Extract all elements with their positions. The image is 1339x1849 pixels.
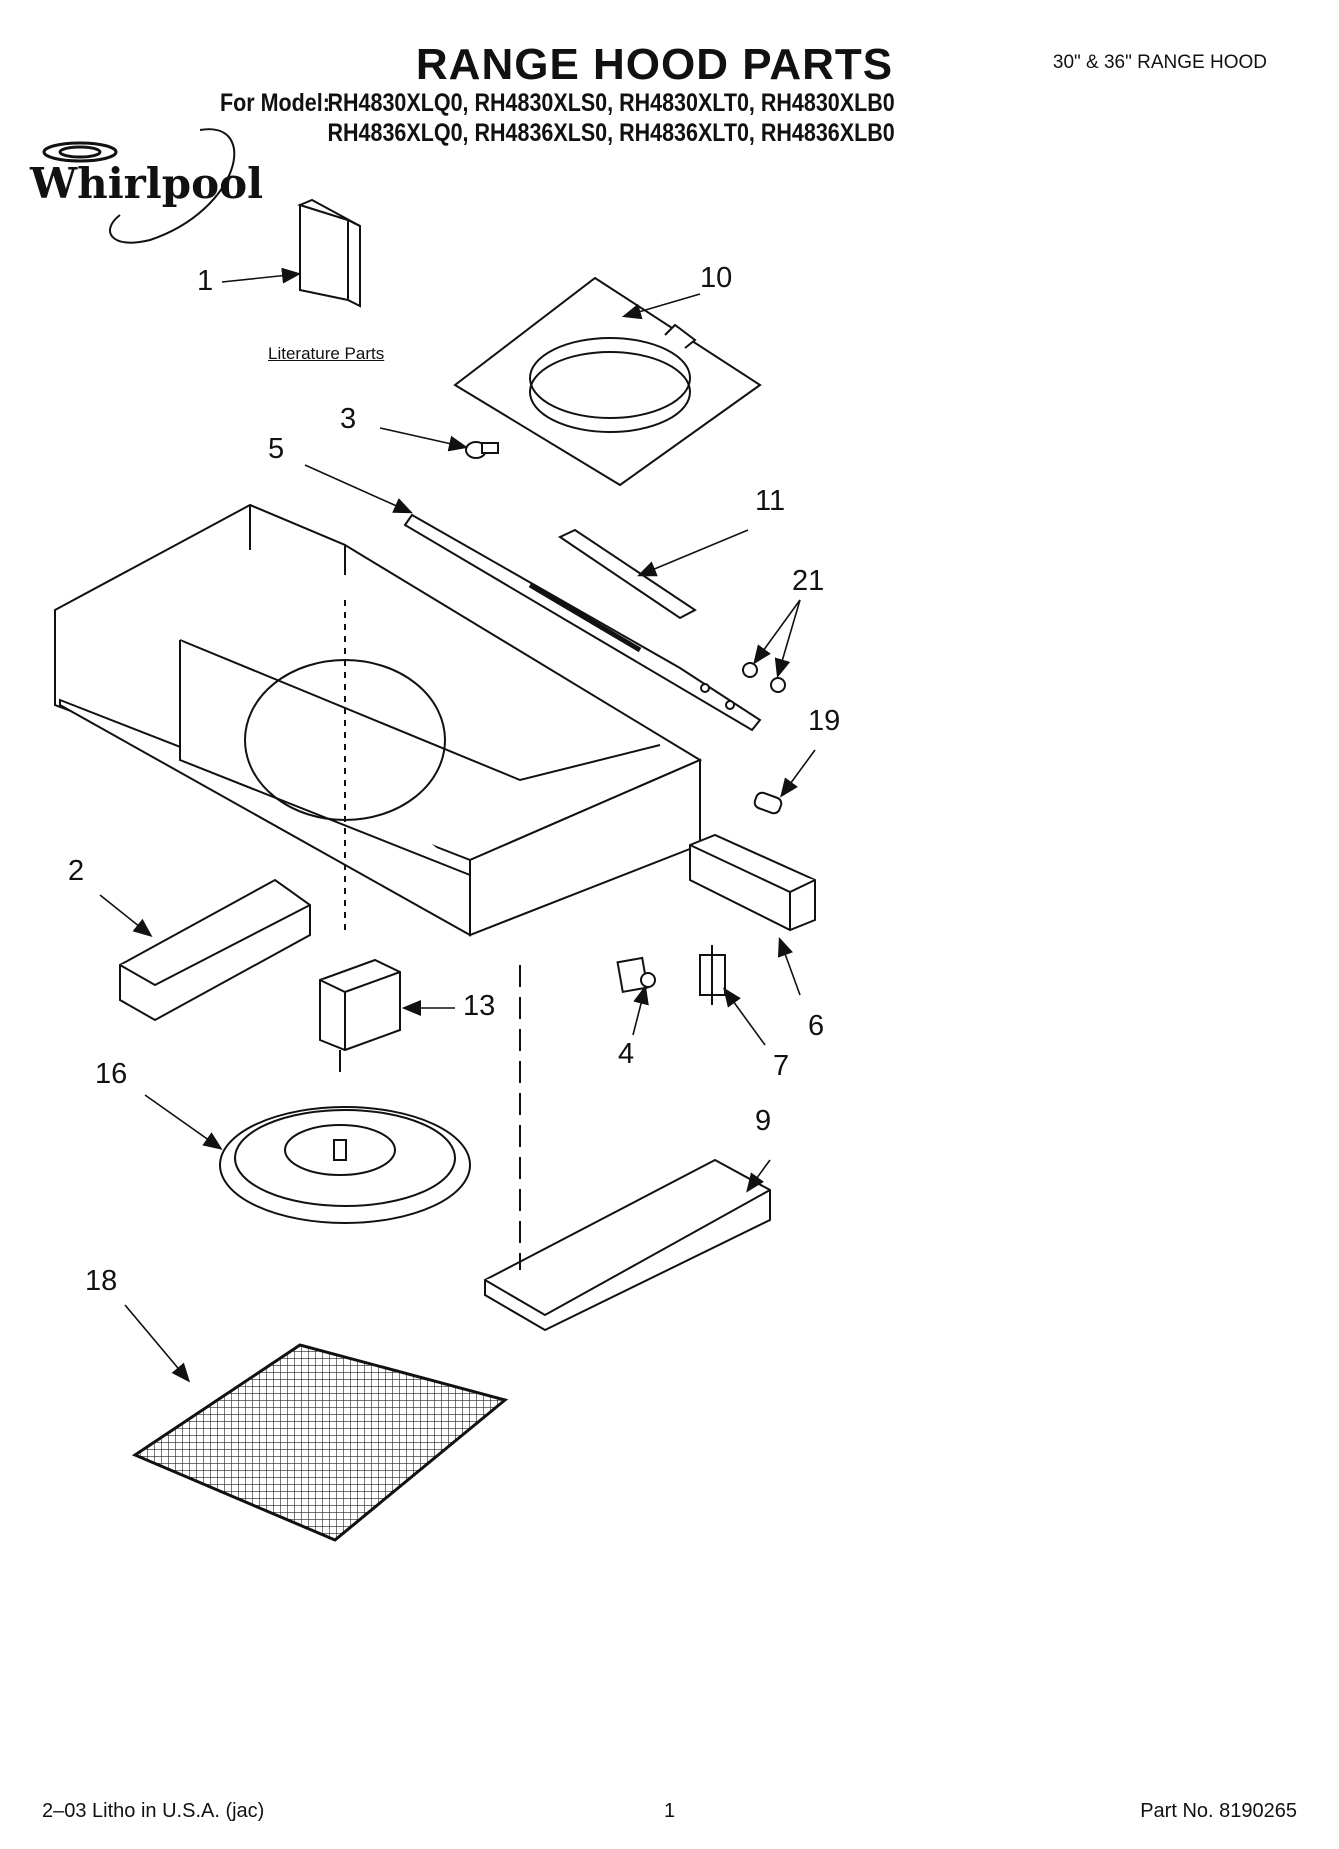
callout-16: 16: [95, 1058, 128, 1090]
callout-7: 7: [773, 1050, 790, 1082]
part-1-literature: [297, 198, 361, 308]
part-21-knobs: [742, 662, 786, 693]
callout-11: 11: [755, 485, 786, 517]
callout-10: 10: [700, 262, 733, 294]
part-6-housing: [689, 833, 816, 932]
callout-5: 5: [268, 433, 285, 465]
callout-1: 1: [197, 265, 214, 297]
part-11-label-strip: [557, 528, 697, 620]
models-line-2: RH4836XLQ0, RH4836XLS0, RH4836XLT0, RH48…: [327, 119, 895, 147]
part-7-switch: [699, 945, 726, 1005]
part-5-control-panel: [403, 513, 762, 732]
part-9-bottom-panel: [484, 1158, 771, 1332]
callout-2: 2: [68, 855, 85, 887]
callout-3: 3: [340, 403, 357, 435]
part-19-lamp: [753, 791, 783, 815]
models-line-1: RH4830XLQ0, RH4830XLS0, RH4830XLT0, RH48…: [327, 89, 895, 117]
part-2-bracket: [119, 878, 311, 1022]
whirlpool-logo: Whirlpool: [29, 128, 263, 244]
page-title: RANGE HOOD PARTS: [415, 40, 894, 89]
callout-21: 21: [792, 565, 825, 597]
part-number: Part No. 8190265: [1140, 1800, 1297, 1822]
hood-size-label: 30" & 36" RANGE HOOD: [1052, 52, 1267, 73]
callout-19: 19: [808, 705, 841, 737]
model-label: For Model:: [220, 89, 330, 117]
hood-body: [54, 503, 703, 937]
callout-9: 9: [755, 1105, 772, 1137]
litho-note: 2–03 Litho in U.S.A. (jac): [42, 1800, 265, 1822]
callout-arrows: [99, 267, 816, 1383]
part-10-top-plate: [453, 276, 762, 487]
callout-6: 6: [808, 1010, 825, 1042]
callout-13: 13: [463, 990, 496, 1022]
part-16-blower: [219, 1106, 471, 1224]
callout-4: 4: [618, 1038, 635, 1070]
callout-18: 18: [85, 1265, 118, 1297]
part-3-screw: [465, 441, 499, 459]
model-list: For Model:RH4830XLQ0, RH4830XLS0, RH4830…: [220, 88, 895, 148]
literature-parts-label: Literature Parts: [268, 344, 385, 363]
part-18-filter: [131, 1343, 509, 1542]
part-4-switch: [616, 956, 656, 994]
page-number: 1: [664, 1800, 676, 1822]
logo-wordmark: Whirlpool: [29, 159, 263, 208]
part-13-motor-box: [319, 958, 401, 1072]
